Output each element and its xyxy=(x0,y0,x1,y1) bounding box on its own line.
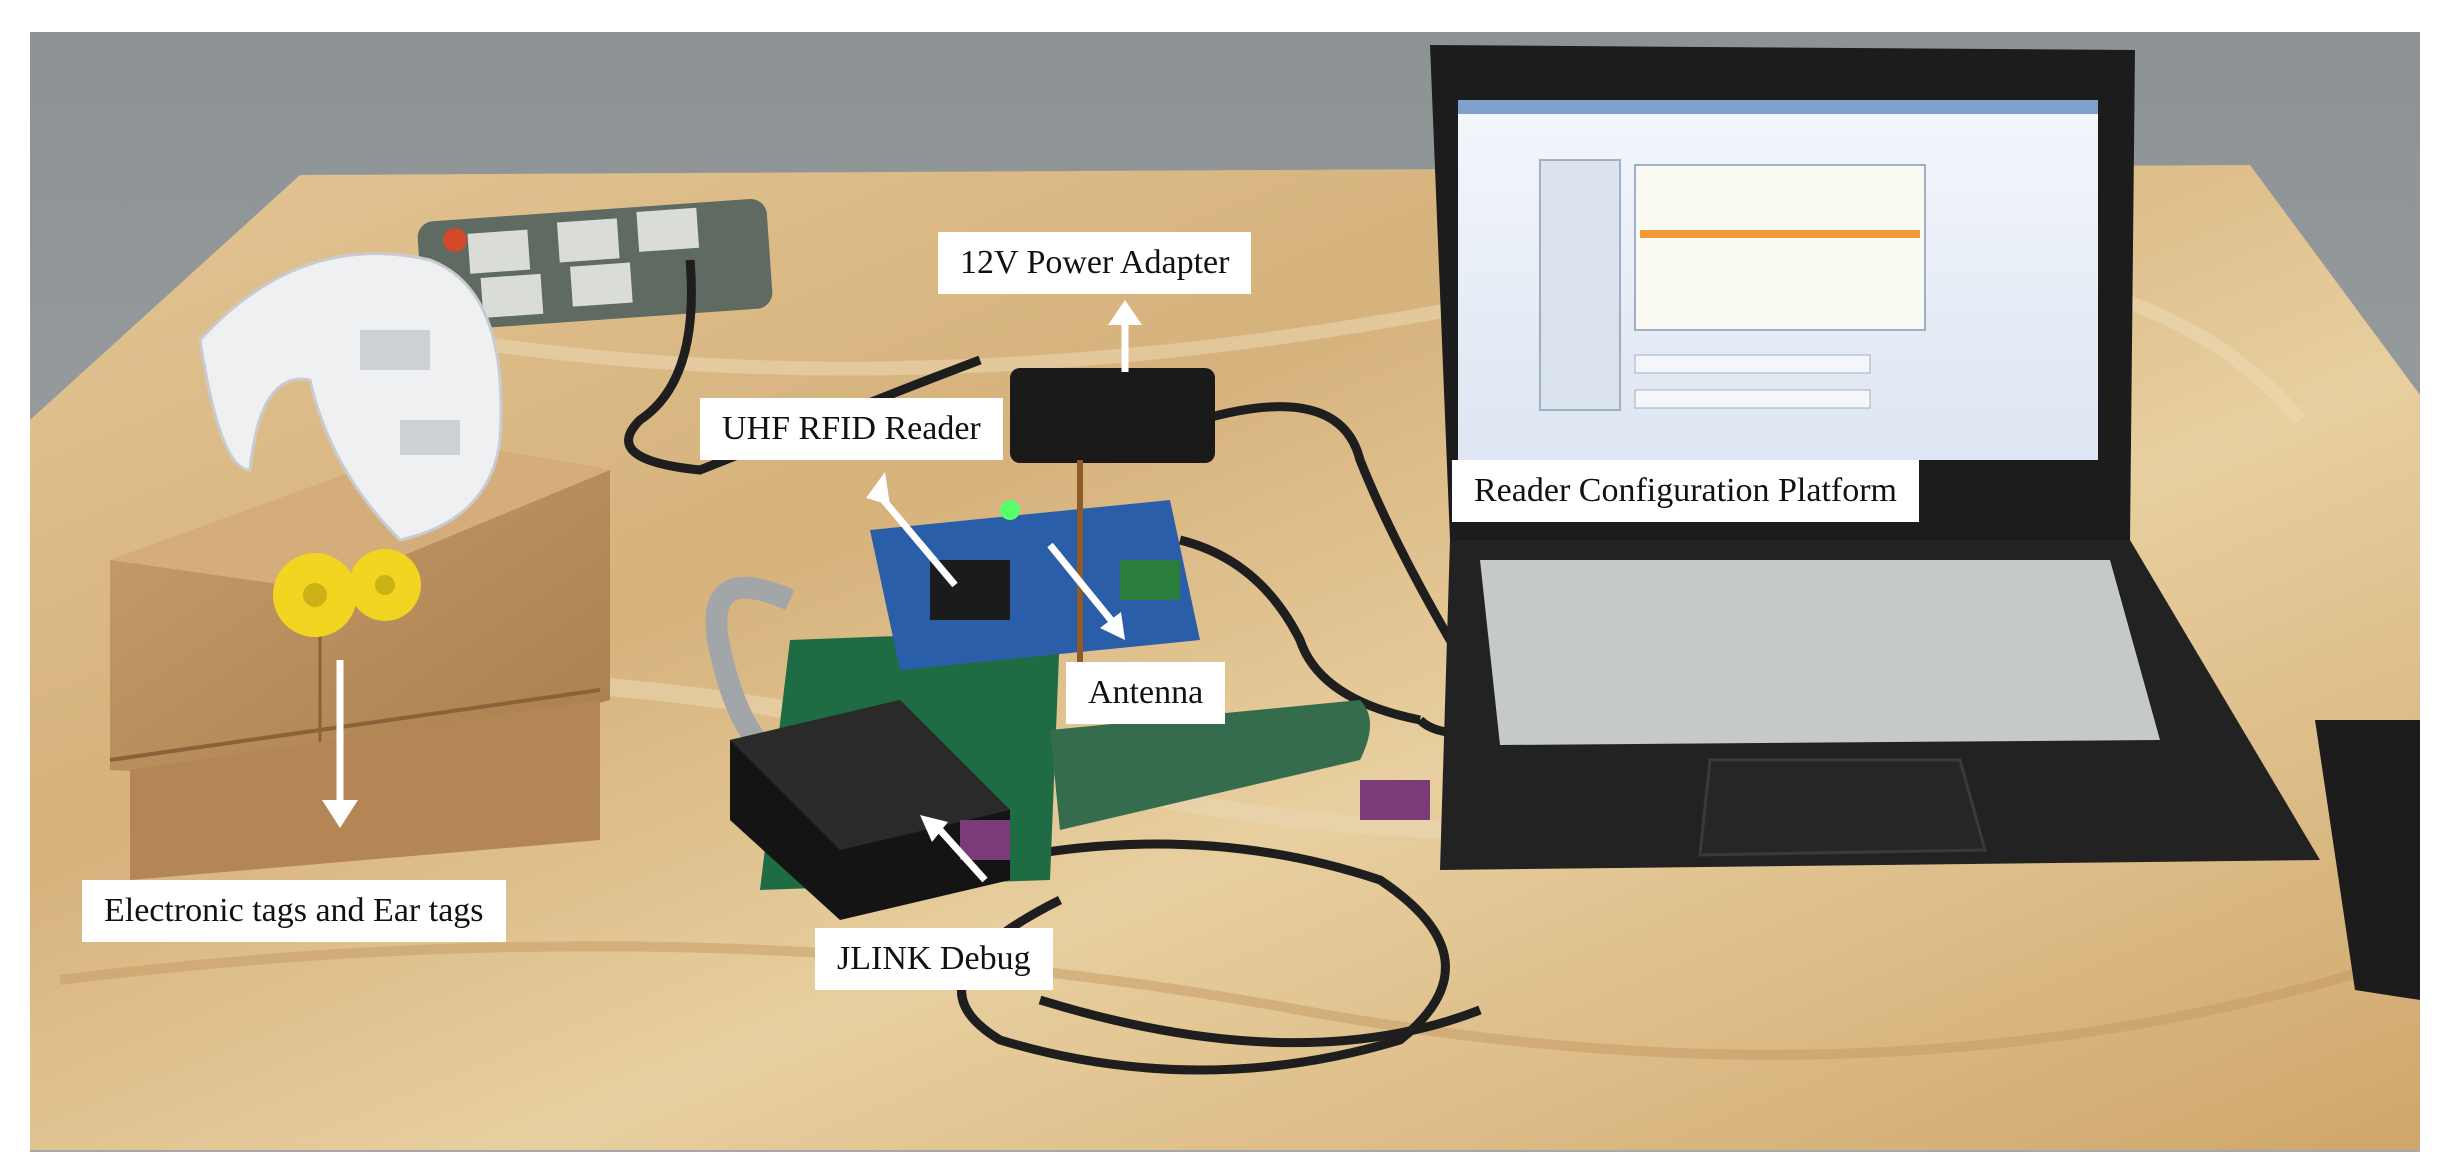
tag-roll xyxy=(198,252,503,542)
label-reader-configuration-platform: Reader Configuration Platform xyxy=(1452,460,1920,522)
label-jlink-debug: JLINK Debug xyxy=(815,928,1053,990)
label-power-adapter: 12V Power Adapter xyxy=(938,232,1252,294)
jlink-device xyxy=(730,700,1010,920)
antenna-panel xyxy=(1050,700,1370,830)
annotation-arrows xyxy=(322,300,1142,883)
mouse-pad xyxy=(2315,720,2420,1000)
power-strip xyxy=(417,199,773,331)
label-uhf-rfid-reader: UHF RFID Reader xyxy=(700,398,1003,460)
power-adapter-brick xyxy=(1010,368,1215,463)
laptop xyxy=(1430,45,2320,870)
label-antenna: Antenna xyxy=(1066,662,1226,724)
label-electronic-tags: Electronic tags and Ear tags xyxy=(82,880,506,942)
